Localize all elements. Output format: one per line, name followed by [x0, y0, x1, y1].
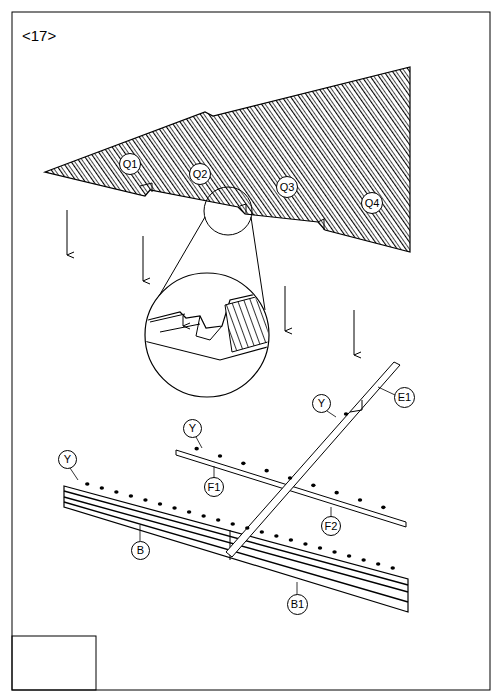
callout-label: Y — [189, 423, 196, 434]
screw — [376, 562, 380, 566]
callout-label: F2 — [325, 521, 338, 532]
screw — [158, 502, 162, 506]
callout-circle: F2 — [321, 516, 341, 536]
page-frame — [12, 12, 490, 690]
callout-label: F1 — [208, 482, 221, 493]
callout-circle: Q3 — [276, 176, 298, 198]
screw — [288, 476, 292, 480]
callout-circle: B — [131, 541, 150, 560]
screw — [344, 412, 348, 416]
callout-circle: E1 — [394, 387, 415, 408]
rail-bracket — [350, 400, 362, 412]
step-number: <17> — [22, 27, 56, 44]
callout-label: B — [137, 545, 144, 556]
corner-box — [12, 636, 96, 690]
callout-circle: Q2 — [189, 163, 211, 185]
screw — [264, 469, 268, 473]
center-rail — [226, 362, 400, 557]
screw — [289, 538, 293, 542]
screw — [114, 490, 118, 494]
screw — [361, 558, 365, 562]
callout-label: E1 — [398, 392, 411, 403]
screw — [332, 550, 336, 554]
callout-label: B1 — [291, 599, 304, 610]
detail-content — [140, 290, 275, 360]
screw — [100, 486, 104, 490]
screw — [318, 546, 322, 550]
screw — [201, 514, 205, 518]
screw — [260, 530, 264, 534]
screw — [231, 522, 235, 526]
screw — [241, 462, 245, 466]
screw — [85, 482, 89, 486]
callout-label: Q4 — [365, 198, 380, 209]
callout-label: Y — [318, 398, 325, 409]
callout-circle: Y — [183, 419, 202, 438]
screw — [129, 494, 133, 498]
callout-circle: B1 — [287, 594, 308, 615]
screw — [218, 454, 222, 458]
screw — [358, 498, 362, 502]
screw — [334, 491, 338, 495]
callout-label: Q1 — [123, 159, 138, 170]
callout-circle: Q4 — [361, 192, 383, 214]
screw — [274, 534, 278, 538]
screw — [245, 526, 249, 530]
screw — [187, 510, 191, 514]
screw — [311, 484, 315, 488]
screw — [194, 447, 198, 451]
callout-circle: F1 — [204, 477, 224, 497]
screw — [143, 498, 147, 502]
roof-panels — [45, 67, 410, 252]
detail-marker — [204, 187, 252, 235]
screw — [172, 506, 176, 510]
screw — [391, 566, 395, 570]
screw — [381, 506, 385, 510]
screw — [303, 542, 307, 546]
leader-lines — [70, 387, 395, 595]
screw — [347, 554, 351, 558]
screws — [85, 412, 395, 570]
callout-circle: Y — [58, 450, 77, 469]
screw — [216, 518, 220, 522]
callout-label: Q3 — [280, 182, 295, 193]
callout-circle: Q1 — [119, 153, 141, 175]
callout-circle: Y — [312, 394, 331, 413]
callout-label: Y — [64, 454, 71, 465]
callout-label: Q2 — [193, 169, 208, 180]
